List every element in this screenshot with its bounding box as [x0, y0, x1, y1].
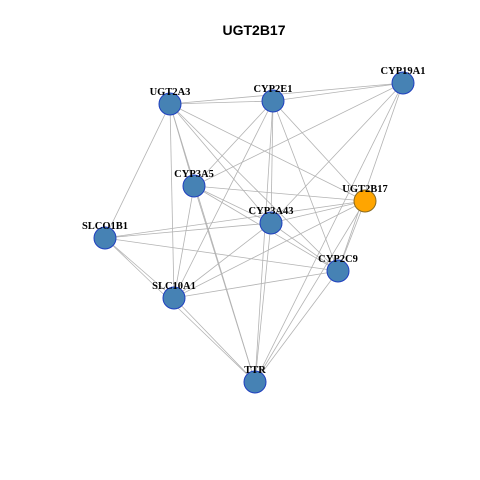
node-cyp2e1[interactable] — [261, 89, 285, 113]
node-slc10a1[interactable] — [162, 286, 186, 310]
graph-title: UGT2B17 — [222, 22, 285, 38]
edge-cyp19a1-ttr — [254, 82, 404, 383]
edge-ugt2a3-cyp19a1 — [169, 82, 404, 105]
edge-cyp2c9-ttr — [254, 270, 339, 383]
edge-cyp2c9-slc10a1 — [173, 270, 339, 299]
edge-ugt2b17-cyp2c9 — [337, 200, 366, 272]
node-label-ttr: TTR — [244, 365, 266, 376]
node-label-cyp2e1: CYP2E1 — [253, 84, 292, 95]
edge-slc10a1-ttr — [173, 297, 256, 383]
node-label-cyp3a43: CYP3A43 — [249, 206, 294, 217]
edge-cyp2e1-cyp3a5 — [193, 100, 274, 187]
node-slco1b1[interactable] — [93, 226, 117, 250]
edge-slco1b1-slc10a1 — [104, 237, 175, 299]
edge-cyp2e1-slc10a1 — [173, 100, 274, 299]
node-label-slco1b1: SLCO1B1 — [82, 221, 128, 232]
edge-cyp19a1-cyp2c9 — [337, 82, 404, 272]
node-label-cyp19a1: CYP19A1 — [381, 66, 426, 77]
edge-cyp2e1-cyp3a43 — [270, 100, 274, 224]
edge-slco1b1-ttr — [104, 237, 256, 383]
edge-ugt2a3-slco1b1 — [104, 103, 171, 239]
edge-ugt2b17-cyp3a43 — [270, 200, 366, 224]
label-layer: UGT2A3 CYP2E1 CYP19A1CYP3A5UGT2B17CYP3A43S… — [82, 66, 426, 376]
edge-layer — [104, 82, 404, 383]
edge-cyp19a1-cyp3a43 — [270, 82, 404, 224]
edge-cyp3a43-slc10a1 — [173, 222, 272, 299]
node-cyp3a43[interactable] — [259, 211, 283, 235]
edge-ugt2b17-slco1b1 — [104, 200, 366, 239]
edge-ugt2a3-cyp2e1 — [169, 100, 274, 105]
edge-ugt2a3-ugt2b17 — [169, 103, 366, 202]
edge-cyp2e1-cyp19a1 — [272, 82, 404, 102]
node-cyp2c9[interactable] — [326, 259, 350, 283]
edge-ugt2a3-cyp2c9 — [169, 103, 339, 272]
edge-slco1b1-cyp2c9 — [104, 237, 339, 272]
node-ugt2b17[interactable] — [353, 189, 377, 213]
node-layer — [93, 71, 415, 394]
edge-ugt2b17-ttr — [254, 200, 366, 383]
node-ttr[interactable] — [243, 370, 267, 394]
edge-cyp3a5-cyp3a43 — [193, 185, 272, 224]
node-cyp3a5[interactable] — [182, 174, 206, 198]
node-label-slc10a1: SLC10A1 — [152, 281, 196, 292]
edge-cyp3a43-cyp2c9 — [270, 222, 339, 272]
edge-ugt2b17-slc10a1 — [173, 200, 366, 299]
edge-cyp3a5-ttr — [193, 185, 256, 383]
edge-ugt2a3-slc10a1 — [169, 103, 175, 299]
edge-cyp3a5-slc10a1 — [173, 185, 195, 299]
node-label-ugt2b17: UGT2B17 — [342, 184, 388, 195]
edge-cyp2e1-ugt2b17 — [272, 100, 366, 202]
node-label-cyp2c9: CYP2C9 — [318, 254, 358, 265]
node-label-ugt2a3: UGT2A3 — [150, 87, 191, 98]
node-label-cyp3a5: CYP3A5 — [174, 169, 214, 180]
edge-cyp19a1-cyp3a5 — [193, 82, 404, 187]
node-cyp19a1[interactable] — [391, 71, 415, 95]
edge-cyp3a5-ugt2b17 — [193, 185, 366, 202]
edge-cyp3a43-ttr — [254, 222, 272, 383]
edge-cyp3a43-slco1b1 — [104, 222, 272, 239]
edge-cyp2e1-ttr — [254, 100, 274, 383]
edge-ugt2a3-cyp3a43 — [169, 103, 272, 224]
node-ugt2a3[interactable] — [158, 92, 182, 116]
